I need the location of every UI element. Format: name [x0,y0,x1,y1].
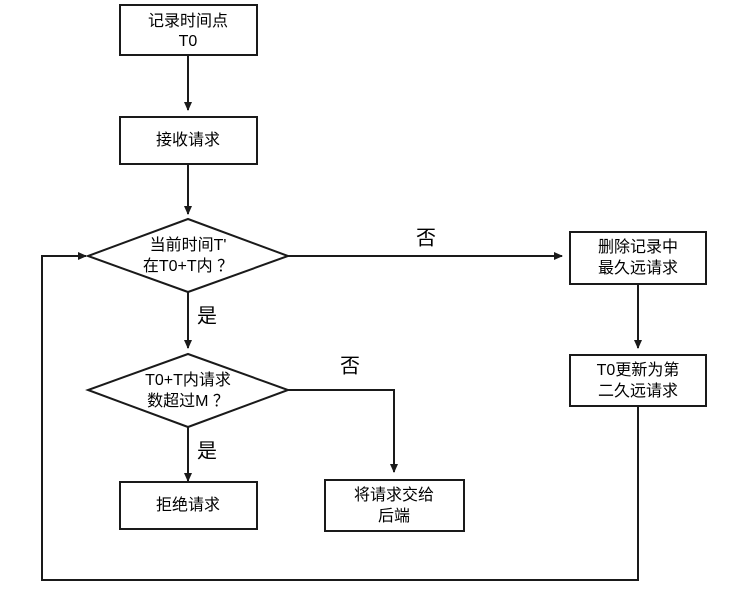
node-forward-to-backend-line2: 后端 [378,507,410,525]
node-forward-to-backend-shape [324,479,465,532]
node-forward-to-backend[interactable]: 将请求交给 后端 [324,479,465,532]
node-delete-oldest-record-line1: 删除记录中 [598,238,678,256]
node-reject-request-line1: 拒绝请求 [156,496,220,514]
node-reject-request-shape [119,481,258,530]
node-update-t0-line2: 二久远请求 [598,382,678,400]
node-check-request-count-line2: 数超过M ？ [147,392,229,410]
node-update-t0-shape [569,354,707,407]
node-delete-oldest-record-line2: 最久远请求 [598,259,678,277]
node-receive-request[interactable]: 接收请求 [119,116,258,165]
node-forward-to-backend-line1: 将请求交给 [354,486,434,504]
node-check-request-count-shape [85,352,291,429]
node-record-time-line2: T0 [179,33,198,50]
edge-label-time-window-no: 否 [416,227,436,249]
node-delete-oldest-record-shape [569,231,707,285]
edge-update-t0-loopback-to-check-time-window [41,252,639,581]
node-receive-request-line1: 接收请求 [156,131,220,149]
node-check-time-window-line2: 在T0+T内 ？ [143,257,233,275]
node-record-time[interactable]: 记录时间点 T0 [119,4,258,56]
node-record-time-shape [119,4,258,56]
node-update-t0[interactable]: T0更新为第 二久远请求 [569,354,707,407]
edge-label-time-window-yes: 是 [197,305,217,327]
node-record-time-line1: 记录时间点 [148,12,228,30]
node-check-time-window-line1: 当前时间T' [150,236,227,254]
edge-check-request-count-no-to-forward-to-backend [288,389,398,473]
node-check-request-count[interactable]: T0+T内请求 数超过M ？ [85,352,291,429]
node-receive-request-shape [119,116,258,165]
edge-label-count-yes: 是 [197,440,217,462]
node-check-time-window[interactable]: 当前时间T' 在T0+T内 ？ [85,217,291,294]
node-check-time-window-shape [85,217,291,294]
node-reject-request[interactable]: 拒绝请求 [119,481,258,530]
node-update-t0-line1: T0更新为第 [597,361,680,379]
edge-label-count-no: 否 [340,355,360,377]
node-delete-oldest-record[interactable]: 删除记录中 最久远请求 [569,231,707,285]
node-check-request-count-line1: T0+T内请求 [145,371,231,389]
